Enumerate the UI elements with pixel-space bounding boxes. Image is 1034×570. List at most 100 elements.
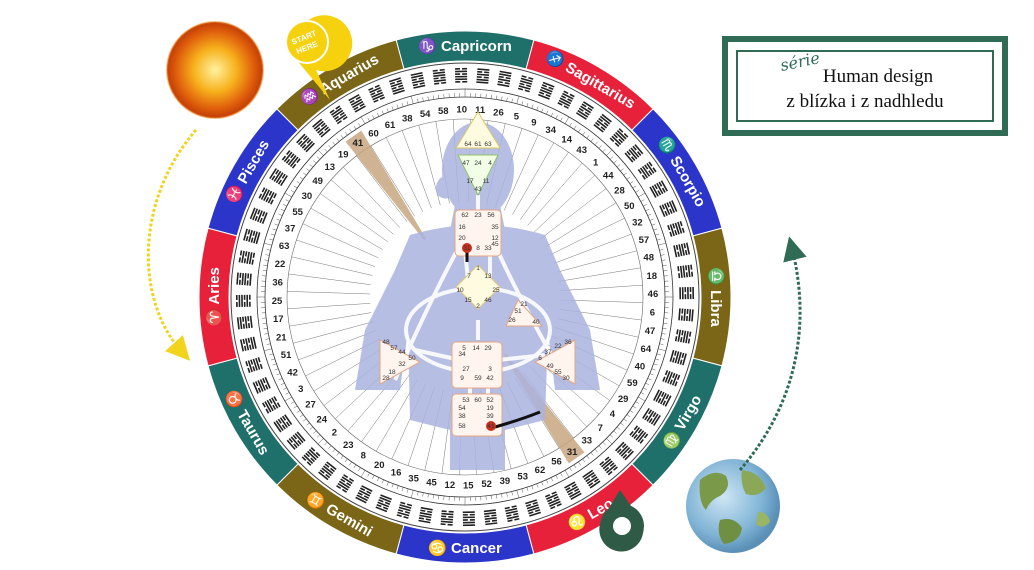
hexagram-symbol bbox=[615, 441, 634, 461]
hexagram-symbol bbox=[649, 180, 668, 198]
center-gate-label: 52 bbox=[486, 397, 494, 404]
hexagram-symbol bbox=[389, 77, 405, 95]
center-gate-label: 60 bbox=[474, 397, 482, 404]
gate-number: 3 bbox=[298, 384, 303, 395]
center-gate-label: 53 bbox=[462, 397, 470, 404]
hexagram-symbol bbox=[258, 187, 277, 205]
center-gate-label: 41 bbox=[487, 423, 495, 430]
gate-number: 25 bbox=[272, 296, 283, 307]
gate-number: 49 bbox=[312, 176, 323, 187]
hexagram-symbol bbox=[236, 315, 253, 330]
activated-channel-41 bbox=[494, 410, 541, 429]
gate-number: 1 bbox=[593, 157, 599, 168]
zodiac-label-capricorn: ♑ Capricorn bbox=[418, 37, 512, 55]
gate-number: 58 bbox=[438, 106, 449, 117]
center-gate-label: 21 bbox=[520, 301, 528, 308]
center-gate-label: 35 bbox=[491, 224, 499, 231]
location-pin bbox=[599, 490, 644, 552]
hexagram-symbol bbox=[497, 70, 512, 88]
gate-number: 9 bbox=[531, 118, 536, 129]
gate-number: 21 bbox=[276, 332, 287, 343]
center-gate-label: 40 bbox=[532, 319, 540, 326]
center-gate-label: 24 bbox=[474, 160, 482, 167]
highlight-wedge-gate-41 bbox=[345, 130, 427, 241]
gate-number: 64 bbox=[641, 344, 652, 355]
center-gate-label: 7 bbox=[467, 273, 471, 280]
center-gate-label: 17 bbox=[466, 178, 474, 185]
gate-number: 52 bbox=[481, 479, 492, 490]
hexagram-symbol bbox=[238, 250, 256, 265]
zodiac-segment-aquarius bbox=[276, 39, 405, 131]
gate-number: 62 bbox=[535, 465, 546, 476]
gate-number: 4 bbox=[610, 409, 616, 420]
hexagram-symbol bbox=[677, 264, 694, 279]
hexagram-ring bbox=[235, 67, 695, 527]
gate-number: 39 bbox=[500, 476, 511, 487]
hexagram-symbol bbox=[249, 207, 268, 225]
series-title-line1: Human design bbox=[822, 66, 934, 87]
gate-number: 5 bbox=[514, 112, 520, 123]
center-gate-label: 29 bbox=[484, 345, 492, 352]
spleen-center bbox=[379, 339, 422, 385]
gate-number: 60 bbox=[368, 128, 379, 139]
hexagram-symbol bbox=[462, 511, 475, 527]
gate-41-marker bbox=[486, 421, 496, 431]
start-here-pin: START HERE bbox=[285, 15, 353, 101]
center-gate-label: 22 bbox=[554, 343, 562, 350]
hexagram-symbol bbox=[375, 494, 393, 513]
center-gate-label: 10 bbox=[456, 287, 464, 294]
hexagram-symbol bbox=[368, 84, 386, 103]
center-gate-label: 12 bbox=[491, 235, 499, 242]
hexagram-symbol bbox=[637, 161, 657, 180]
center-gate-label: 64 bbox=[464, 141, 472, 148]
hexagram-symbol bbox=[679, 287, 695, 300]
gate-number: 30 bbox=[302, 191, 313, 202]
center-gate-label: 62 bbox=[461, 212, 469, 219]
gate-number: 48 bbox=[643, 253, 654, 264]
hexagram-symbol bbox=[410, 71, 426, 89]
gate-number: 13 bbox=[324, 162, 335, 173]
gate-number: 16 bbox=[391, 467, 402, 478]
center-gate-label: 30 bbox=[562, 375, 570, 382]
center-gate-label: 8 bbox=[476, 245, 480, 252]
center-gate-label: 43 bbox=[474, 186, 482, 193]
gate-number: 61 bbox=[385, 120, 396, 131]
center-gate-label: 36 bbox=[564, 339, 572, 346]
hexagram-symbol bbox=[355, 485, 373, 504]
hexagram-symbol bbox=[476, 68, 490, 84]
center-gate-label: 44 bbox=[398, 349, 406, 356]
earth-image bbox=[686, 459, 780, 553]
center-gate-label: 27 bbox=[462, 366, 470, 373]
hexagram-symbol bbox=[659, 200, 678, 218]
degree-tick-ring bbox=[256, 88, 674, 506]
gate-number: 18 bbox=[646, 271, 657, 282]
hexagram-symbol bbox=[296, 133, 315, 153]
gate-number: 43 bbox=[576, 145, 587, 156]
gate-number: 63 bbox=[279, 241, 290, 252]
hexagram-symbol bbox=[678, 308, 694, 322]
hexagram-symbol bbox=[455, 67, 468, 83]
center-gate-label: 51 bbox=[514, 308, 522, 315]
gate-number: 54 bbox=[420, 109, 431, 120]
center-gate-label: 63 bbox=[484, 141, 492, 148]
gate-number: 24 bbox=[316, 414, 327, 425]
center-gate-label: 18 bbox=[388, 369, 396, 376]
gate-number: 22 bbox=[275, 259, 286, 270]
yellow-arrow bbox=[146, 129, 198, 361]
center-gate-label: 50 bbox=[408, 355, 416, 362]
hexagram-symbol bbox=[653, 389, 672, 407]
gate-number: 27 bbox=[305, 400, 316, 411]
gate-number: 51 bbox=[281, 350, 292, 361]
center-gate-label: 20 bbox=[458, 235, 466, 242]
hexagram-symbol bbox=[483, 509, 498, 526]
hexagram-symbol bbox=[245, 357, 263, 373]
center-gate-label: 38 bbox=[458, 413, 466, 420]
center-gate-label: 15 bbox=[464, 297, 472, 304]
hexagram-symbol bbox=[396, 501, 413, 519]
gate-number: 32 bbox=[632, 218, 643, 229]
hexagram-symbol bbox=[239, 336, 257, 352]
hexagram-symbol bbox=[525, 499, 541, 517]
center-gate-label: 2 bbox=[476, 303, 480, 310]
gate-number: 53 bbox=[517, 471, 528, 482]
